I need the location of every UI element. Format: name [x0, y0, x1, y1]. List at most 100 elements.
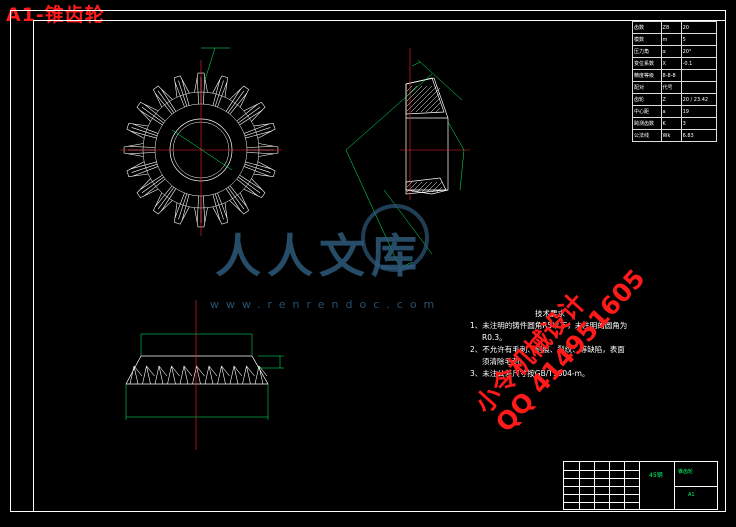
watermark-url: www.renrendoc.com — [210, 298, 442, 311]
gear-bottom-view — [125, 300, 269, 450]
bottom-tooth-edge — [183, 365, 193, 377]
tooth-line — [239, 109, 263, 126]
gear-front-view — [120, 47, 282, 236]
tooth-line — [238, 106, 261, 124]
param-cell: K — [660, 117, 682, 130]
title-block-drawing-no: A1 — [688, 492, 695, 498]
param-cell: 精度等级 — [632, 69, 662, 82]
tooth-line — [236, 103, 258, 122]
gear-teeth — [123, 72, 279, 228]
param-cell: 变位系数 — [632, 57, 662, 70]
bore-dim-line — [171, 129, 233, 171]
tooth-line — [225, 88, 242, 112]
param-cell: 20 / 23.42 — [680, 93, 718, 106]
param-cell: 配对 — [632, 81, 662, 94]
param-cell: 20° — [680, 45, 718, 58]
title-block-part-name: 锥齿轮 — [678, 469, 694, 475]
tooth-line — [246, 145, 274, 148]
hatch-line — [426, 181, 438, 193]
param-cell: 齿轮 — [632, 93, 662, 106]
hatch-line — [406, 85, 428, 107]
hatch-line — [411, 181, 423, 193]
param-cell: Z8 — [660, 21, 682, 34]
watermark-brand: 人人文库 — [215, 229, 423, 283]
bottom-tooth-edge — [221, 365, 230, 377]
hatch-line — [410, 85, 438, 113]
param-cell: m — [660, 33, 682, 46]
param-cell — [680, 69, 718, 82]
param-cell: 3 — [680, 117, 718, 130]
gear-tooth — [174, 202, 190, 225]
gear-tooth — [229, 192, 250, 215]
tooth-line — [203, 195, 206, 223]
tooth-line — [144, 103, 166, 122]
bottom-view-dimensions — [125, 333, 284, 420]
param-cell: 5 — [680, 33, 718, 46]
param-cell: 代号 — [660, 81, 682, 94]
gear-tooth — [152, 85, 173, 108]
gear-tooth — [243, 178, 266, 199]
bottom-tooth-edge — [196, 365, 205, 377]
tooth-line — [245, 130, 272, 139]
leader-line — [204, 47, 216, 81]
title-block-material: 45钢 — [649, 472, 663, 479]
tooth-line — [174, 81, 185, 108]
gear-tooth — [136, 101, 159, 122]
bottom-tooth-edge — [146, 365, 155, 377]
tooth-line — [139, 109, 163, 126]
hatch-line — [421, 181, 433, 193]
tooth-line — [212, 79, 221, 106]
tooth-line — [246, 152, 274, 155]
tooth-line — [131, 127, 158, 137]
hatch-line — [406, 181, 413, 188]
hatch-line — [406, 85, 433, 112]
gear-tooth — [212, 75, 228, 98]
gear-tooth — [152, 192, 173, 215]
param-cell: a — [660, 105, 682, 118]
tooth-line — [132, 166, 159, 177]
bottom-tooth-edge — [246, 365, 255, 377]
param-cell: 19 — [680, 105, 718, 118]
param-cell: 模数 — [632, 33, 662, 46]
tooth-line — [217, 81, 228, 108]
tooth-line — [236, 178, 258, 197]
gear-tooth — [253, 123, 276, 139]
tooth-line — [157, 187, 175, 210]
tooth-line — [157, 90, 175, 113]
tooth-line — [130, 161, 157, 170]
hatch-line — [406, 181, 418, 193]
tooth-line — [227, 90, 245, 113]
gear-tooth — [229, 85, 250, 108]
bottom-tooth — [242, 365, 251, 385]
tooth-line — [181, 79, 190, 106]
tooth-line — [217, 192, 228, 219]
tooth-line — [174, 192, 185, 219]
tooth-line — [160, 88, 177, 112]
param-cell: X — [660, 57, 682, 70]
tooth-line — [229, 93, 248, 115]
title-block: 45钢 锥齿轮 A1 — [563, 461, 718, 510]
tooth-line — [196, 77, 199, 105]
gear-side-view — [400, 48, 470, 200]
tech-item: 须清除毛刺。 — [482, 357, 527, 366]
hatch-line — [430, 102, 441, 113]
param-cell: 8-8-8 — [660, 69, 682, 82]
hatch-line — [415, 87, 441, 113]
tooth-line — [160, 188, 177, 212]
tooth-line — [128, 145, 156, 148]
param-cell: Z — [660, 93, 682, 106]
hatch-line — [406, 85, 423, 102]
tooth-line — [245, 161, 272, 170]
tooth-line — [141, 106, 164, 124]
param-cell — [680, 81, 718, 94]
hatch-line — [425, 97, 441, 113]
gear-tooth — [212, 202, 228, 225]
tooth-line — [238, 176, 261, 194]
